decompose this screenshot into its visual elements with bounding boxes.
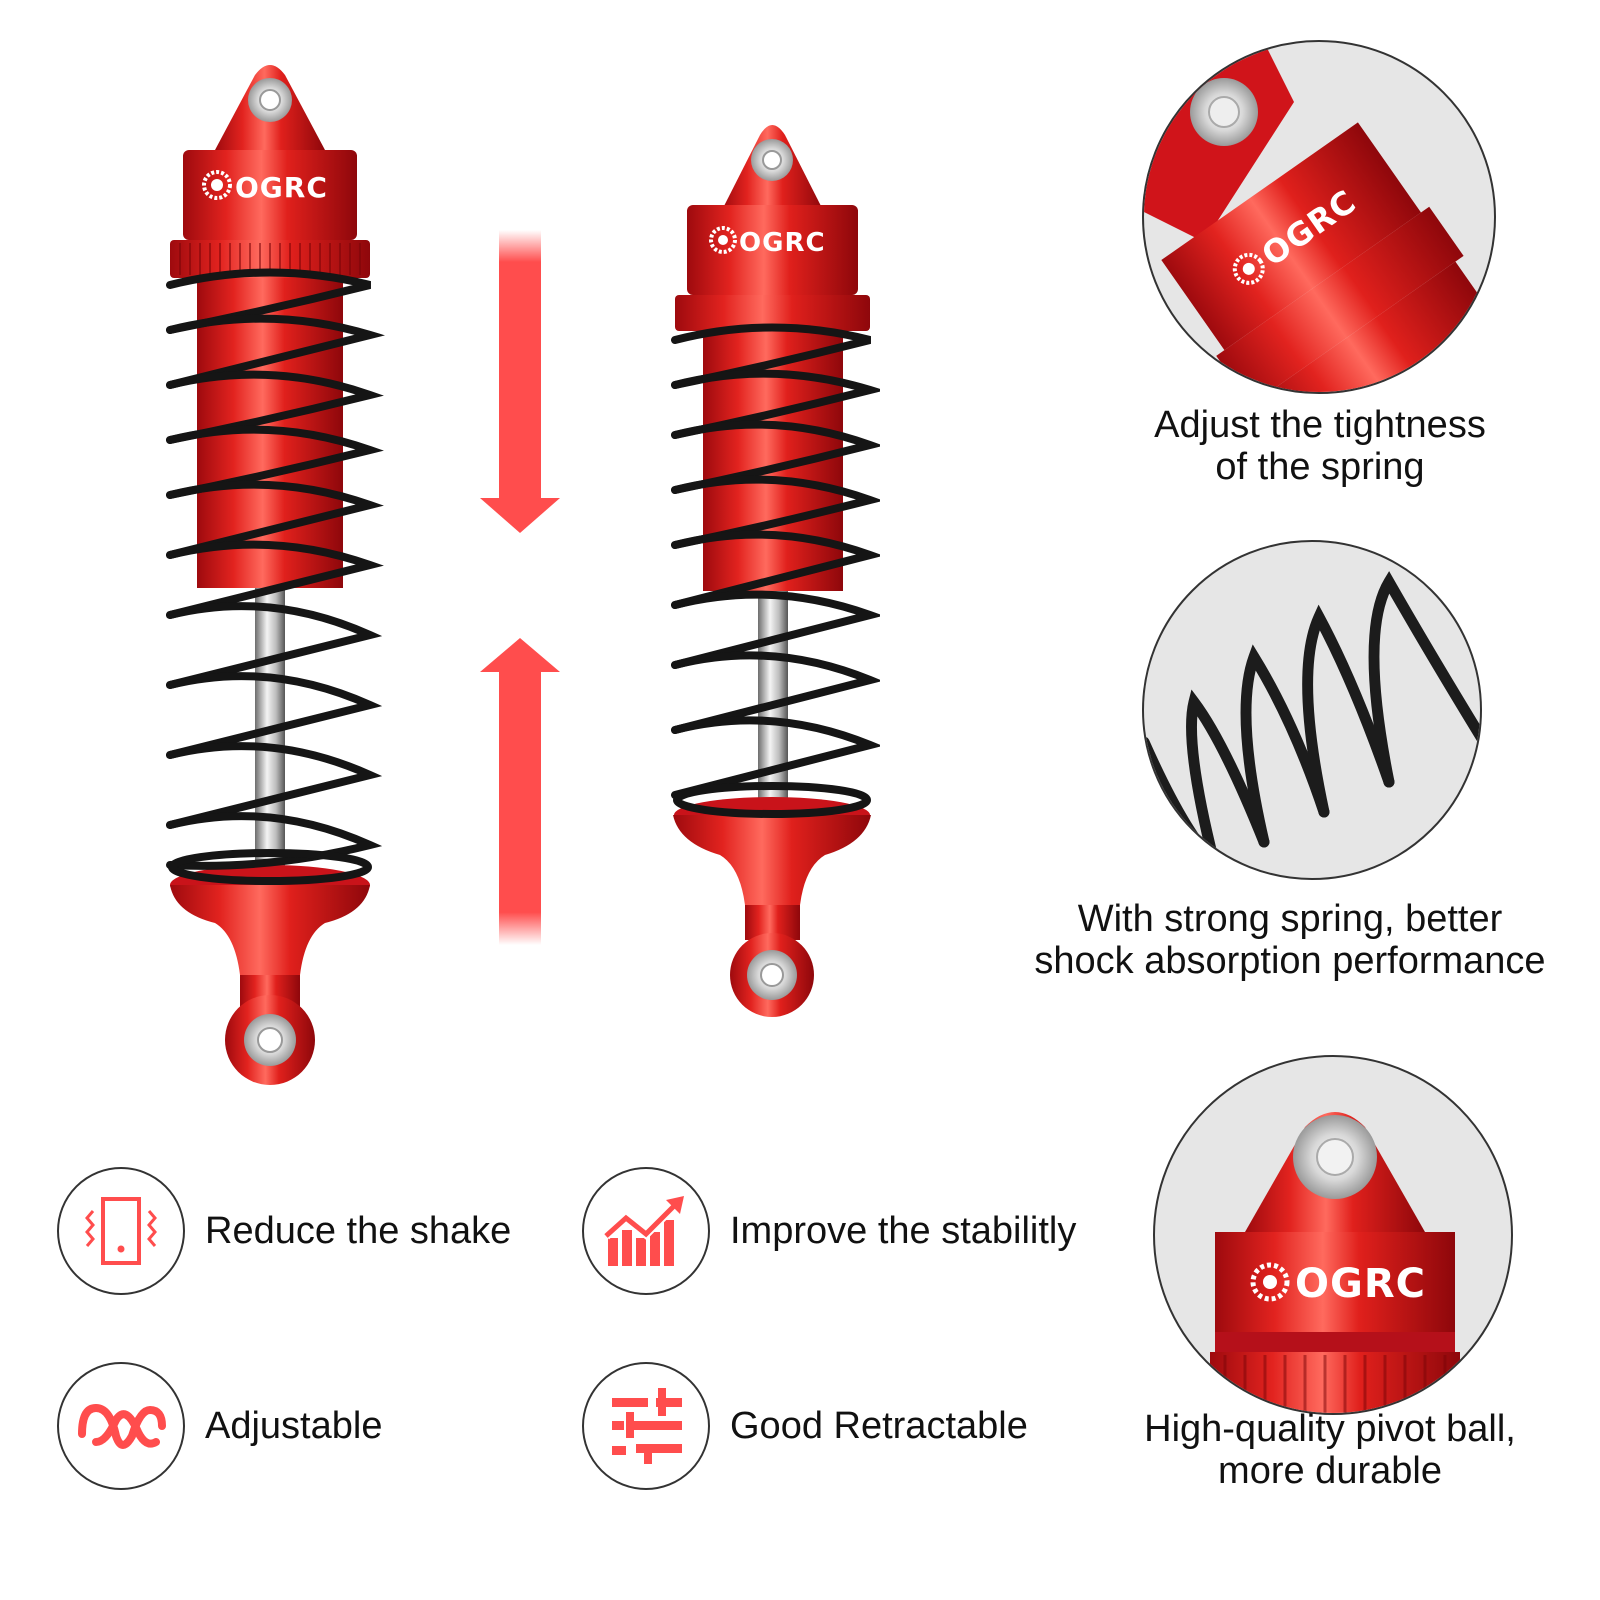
extended-shock-image: OGRC <box>155 55 385 1095</box>
rising-chart-icon <box>582 1167 710 1295</box>
vibrating-phone-icon <box>57 1167 185 1295</box>
caption-line: Adjust the tightness <box>1154 404 1486 446</box>
svg-text:OGRC: OGRC <box>1295 1261 1426 1307</box>
caption-spring-adjuster: Adjust the tightness of the spring <box>1110 404 1530 488</box>
ogrc-logo: OGRC <box>202 170 328 204</box>
arrow-up-icon <box>480 638 560 945</box>
feature-adjustable: Adjustable <box>57 1362 382 1490</box>
feature-label: Good Retractable <box>730 1404 1028 1447</box>
compression-arrows <box>478 230 562 945</box>
caption-line: of the spring <box>1215 446 1425 488</box>
caption-spring-closeup: With strong spring, better shock absorpt… <box>1010 898 1570 982</box>
feature-label: Improve the stabilitly <box>730 1209 1077 1252</box>
feature-label: Reduce the shake <box>205 1209 512 1252</box>
detail-spring-adjuster: OGRC <box>1142 40 1496 394</box>
arrow-down-icon <box>480 230 560 533</box>
ogrc-logo: OGRC <box>1250 1261 1426 1307</box>
wave-icon <box>57 1362 185 1490</box>
sliders-icon <box>582 1362 710 1490</box>
feature-improve-stability: Improve the stabilitly <box>582 1167 1076 1295</box>
detail-pivot-ball: OGRC <box>1153 1055 1513 1415</box>
caption-pivot-ball: High-quality pivot ball, more durable <box>1110 1408 1550 1492</box>
ogrc-logo: OGRC <box>709 226 826 258</box>
caption-line: more durable <box>1218 1450 1442 1492</box>
feature-good-retractable: Good Retractable <box>582 1362 1028 1490</box>
caption-line: shock absorption performance <box>1034 940 1546 982</box>
caption-line: High-quality pivot ball, <box>1144 1408 1516 1450</box>
feature-label: Adjustable <box>205 1404 383 1447</box>
detail-spring-closeup <box>1142 540 1482 880</box>
feature-reduce-shake: Reduce the shake <box>57 1167 511 1295</box>
caption-line: With strong spring, better <box>1077 898 1503 940</box>
svg-text:OGRC: OGRC <box>739 228 826 258</box>
svg-text:OGRC: OGRC <box>235 171 328 204</box>
compressed-shock-image: OGRC <box>665 115 880 1025</box>
